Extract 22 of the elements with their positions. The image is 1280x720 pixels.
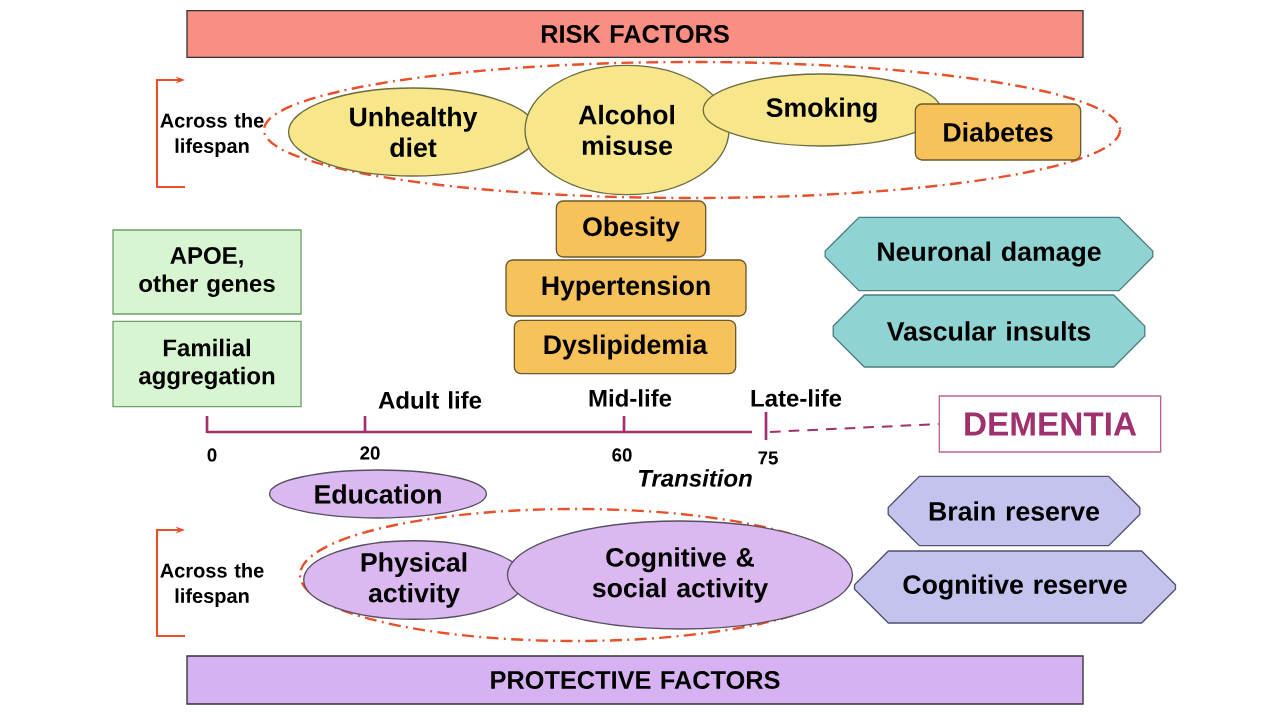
heading-bar: RISK FACTORS xyxy=(186,10,1084,58)
lifespan-note: Across the lifespan xyxy=(160,563,264,607)
factor-box: Obesity xyxy=(555,200,707,258)
lifespan-note: Across the lifespan xyxy=(160,113,264,157)
stage-label: Adult life xyxy=(378,391,482,409)
outcome-box: Brain reserve xyxy=(887,475,1141,547)
factor-box: Dyslipidemia xyxy=(513,319,737,375)
label-box: Familial aggregation xyxy=(112,320,302,408)
outcome-box: Vascular insults xyxy=(832,294,1146,368)
tick-label: 60 xyxy=(612,448,632,462)
label-box: APOE, other genes xyxy=(112,229,302,315)
outcome-box: DEMENTIA xyxy=(938,395,1162,453)
factor-box: Diabetes xyxy=(914,103,1082,161)
outcome-box: Cognitive reserve xyxy=(853,550,1177,624)
outcome-box: Neuronal damage xyxy=(824,216,1154,292)
stage-label: Transition xyxy=(638,469,752,487)
factor-box: Hypertension xyxy=(505,259,747,317)
connector-line xyxy=(769,423,940,433)
heading-bar: PROTECTIVE FACTORS xyxy=(186,655,1084,705)
stage-label: Late-life xyxy=(751,389,842,407)
tick-label: 0 xyxy=(207,448,217,462)
tick-label: 75 xyxy=(758,451,778,465)
